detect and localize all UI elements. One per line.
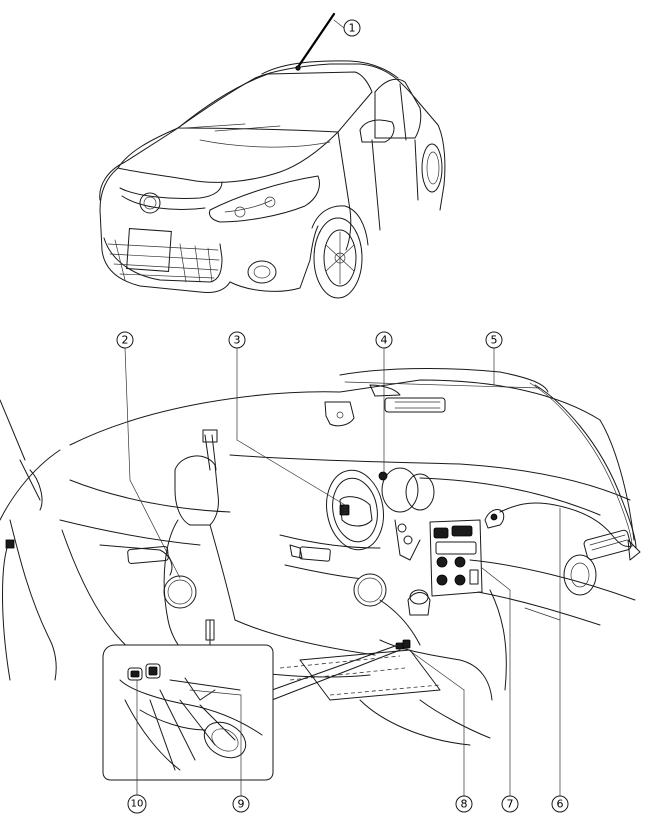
callout-1-label: 1 bbox=[349, 22, 356, 35]
roof-antenna-icon bbox=[296, 12, 336, 69]
grille-mesh bbox=[107, 239, 220, 283]
car-interior-illustration bbox=[0, 367, 641, 746]
callout-10: 10 bbox=[127, 794, 147, 814]
callout-7-label: 7 bbox=[507, 798, 514, 811]
door-speaker-icon bbox=[163, 575, 197, 609]
callout-3: 3 bbox=[228, 331, 246, 349]
callout-8-label: 8 bbox=[461, 798, 468, 811]
callout-8: 8 bbox=[455, 795, 473, 813]
callout-7: 7 bbox=[501, 795, 519, 813]
callout-6-label: 6 bbox=[557, 798, 564, 811]
antenna-feeder-cable-icon bbox=[499, 502, 633, 548]
car-exterior-illustration bbox=[99, 12, 446, 299]
callout-9-label: 9 bbox=[238, 798, 245, 811]
callout-9: 9 bbox=[232, 795, 250, 813]
callout-5-label: 5 bbox=[491, 334, 498, 347]
callout-6: 6 bbox=[551, 795, 569, 813]
callout-5: 5 bbox=[485, 331, 503, 349]
callout-2-label: 2 bbox=[122, 334, 129, 347]
callout-4: 4 bbox=[375, 331, 393, 349]
callout-4-label: 4 bbox=[381, 334, 388, 347]
door-speaker-icon-right bbox=[353, 573, 387, 607]
callout-10-label: 10 bbox=[131, 799, 144, 810]
callout-3-label: 3 bbox=[234, 334, 241, 347]
audio-unit-icon bbox=[429, 519, 483, 597]
leader-lines bbox=[124, 19, 561, 797]
front-wheel-spokes bbox=[325, 231, 355, 285]
callout-1: 1 bbox=[343, 19, 361, 37]
callout-2: 2 bbox=[116, 331, 134, 349]
overhead-microphone-icon bbox=[378, 471, 388, 481]
inset-detail-aux-jack bbox=[102, 644, 274, 781]
